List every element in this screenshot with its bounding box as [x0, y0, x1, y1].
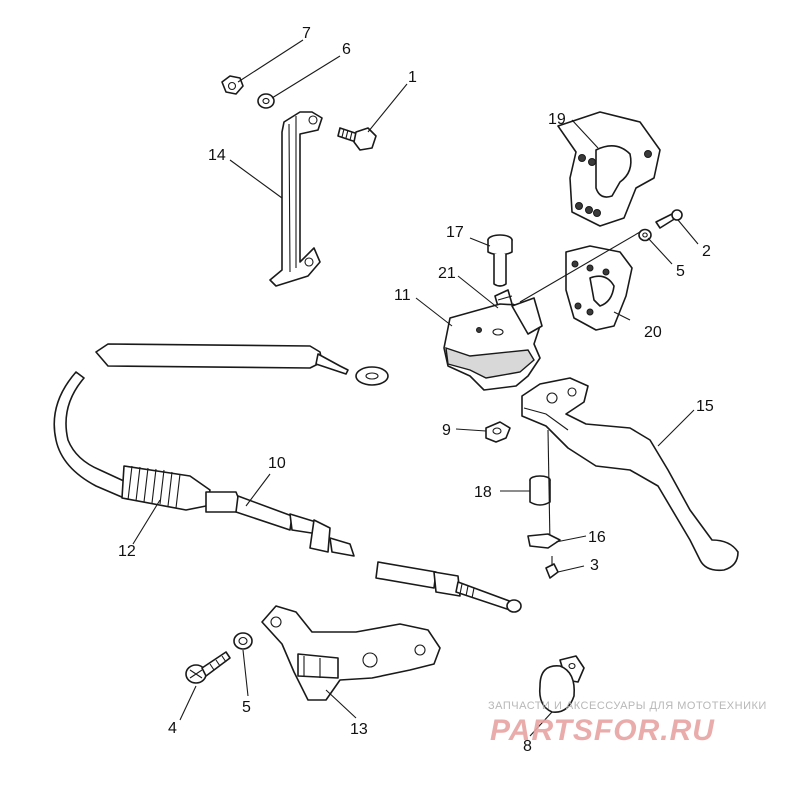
- callout-7: 7: [302, 25, 311, 42]
- callout-5-lower: 5: [242, 699, 251, 716]
- leader-lines: [132, 39, 699, 737]
- part-8-cable-clamp: [538, 655, 585, 713]
- callout-13: 13: [350, 721, 368, 738]
- part-19-upper-clamp: [557, 111, 661, 227]
- part-16-lever-pin: [527, 429, 561, 549]
- part-6-washer: [257, 93, 275, 109]
- part-20-lower-clamp: [565, 245, 633, 331]
- part-5-washer-upper: [638, 228, 652, 242]
- callout-21: 21: [438, 265, 456, 282]
- callout-16: 16: [588, 529, 606, 546]
- part-10-inner-cable: [375, 561, 522, 613]
- part-1-bolt: [337, 127, 377, 151]
- callout-14: 14: [208, 147, 226, 164]
- callout-10: 10: [268, 455, 286, 472]
- callout-1: 1: [408, 69, 417, 86]
- callout-20: 20: [644, 324, 662, 341]
- callout-11: 11: [394, 287, 411, 304]
- part-5-washer-lower: [233, 632, 253, 650]
- part-15-clutch-lever: [521, 377, 739, 572]
- callout-17: 17: [446, 224, 464, 241]
- callout-labels: 1 2 3 4 5 5 6 7 8 9 10 11 12 13 14 15 16…: [118, 25, 714, 755]
- part-17-pivot-pin: [487, 234, 513, 287]
- part-11-lever-bracket: [443, 297, 543, 391]
- part-4-screw: [185, 651, 231, 684]
- callout-19: 19: [548, 111, 566, 128]
- callout-2: 2: [702, 243, 711, 260]
- callout-3: 3: [590, 557, 599, 574]
- part-2-screw: [655, 209, 683, 229]
- callout-4: 4: [168, 720, 177, 737]
- watermark-tagline: ЗАПЧАСТИ И АКСЕССУАРЫ ДЛЯ МОТОТЕХНИКИ: [488, 700, 767, 712]
- callout-8: 8: [523, 738, 532, 755]
- watermark-logo: PARTSFOR.RU: [490, 714, 715, 747]
- part-18-sleeve: [529, 475, 551, 506]
- part-12-outer-cable: [53, 343, 389, 557]
- callout-15: 15: [696, 398, 714, 415]
- callout-18: 18: [474, 484, 492, 501]
- watermark: ЗАПЧАСТИ И АКСЕССУАРЫ ДЛЯ МОТОТЕХНИКИ PA…: [488, 700, 767, 747]
- part-13-mounting-bracket: [261, 605, 441, 701]
- callout-12: 12: [118, 543, 136, 560]
- callout-5-upper: 5: [676, 263, 685, 280]
- part-14-bracket: [269, 111, 323, 287]
- part-7-nut: [221, 75, 244, 95]
- part-3-small-screw: [545, 556, 559, 579]
- callout-6: 6: [342, 41, 351, 58]
- part-9-clip: [485, 421, 511, 443]
- callout-9: 9: [442, 422, 451, 439]
